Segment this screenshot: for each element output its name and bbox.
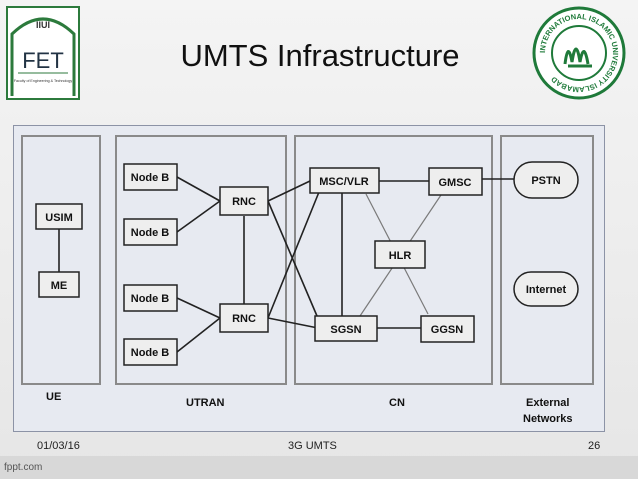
pstn-node: [513, 161, 579, 199]
pstn-label: PSTN: [531, 175, 560, 187]
umts-diagram: USIM ME Node B Node B Node B Node B RNC …: [13, 125, 605, 432]
footer-date: 01/03/16: [37, 440, 80, 452]
watermark-text: fppt.com: [4, 462, 43, 473]
sgsn-node: [314, 315, 378, 342]
utran-domain-label: UTRAN: [186, 397, 225, 409]
internet-label: Internet: [526, 284, 567, 296]
nodeb1-node: [123, 163, 178, 191]
msc-vlr-node: [309, 167, 380, 194]
nodeb2-node: [123, 218, 178, 246]
external-domain: [500, 135, 594, 385]
rnc2-node: [219, 303, 269, 333]
nodeb1-label: Node B: [131, 172, 170, 184]
external-domain-label-line1: External: [526, 397, 569, 409]
cn-domain-label: CN: [389, 397, 405, 409]
nodeb3-node: [123, 284, 178, 312]
nodeb4-node: [123, 338, 178, 366]
hlr-label: HLR: [389, 250, 412, 262]
fet-logo: IIUI FET Faculty of Engineering & Techno…: [6, 6, 80, 100]
ue-domain: [21, 135, 101, 385]
internet-node: [513, 271, 579, 307]
ue-domain-label: UE: [46, 391, 61, 403]
cn-domain: [294, 135, 493, 385]
external-domain-label-line2: Networks: [523, 413, 573, 425]
gmsc-node: [428, 167, 483, 196]
slide-title: UMTS Infrastructure: [180, 38, 460, 73]
logo-fet-text: FET: [22, 48, 64, 73]
me-label: ME: [51, 280, 68, 292]
gmsc-label: GMSC: [439, 177, 472, 189]
sgsn-label: SGSN: [330, 324, 361, 336]
ggsn-label: GGSN: [431, 324, 463, 336]
rnc2-label: RNC: [232, 313, 256, 325]
usim-node: [35, 203, 83, 230]
usim-label: USIM: [45, 212, 73, 224]
watermark-bar: [0, 456, 638, 479]
rnc1-label: RNC: [232, 196, 256, 208]
nodeb4-label: Node B: [131, 347, 170, 359]
footer-page-number: 26: [588, 440, 601, 452]
ggsn-node: [420, 315, 475, 343]
me-node: [38, 271, 80, 298]
logo-fet-subtext: Faculty of Engineering & Technology: [14, 79, 72, 83]
iiu-seal-logo: INTERNATIONAL ISLAMIC UNIVERSITY ISLAMAB…: [532, 6, 626, 100]
umts-diagram-svg: USIM ME Node B Node B Node B Node B RNC …: [21, 135, 594, 425]
msc-vlr-label: MSC/VLR: [319, 176, 369, 188]
footer-title: 3G UMTS: [288, 440, 337, 452]
nodeb2-label: Node B: [131, 227, 170, 239]
logo-iiui-text: IIUI: [36, 20, 50, 30]
nodeb3-label: Node B: [131, 293, 170, 305]
hlr-node: [374, 240, 426, 269]
rnc1-node: [219, 186, 269, 216]
utran-domain: [115, 135, 287, 385]
